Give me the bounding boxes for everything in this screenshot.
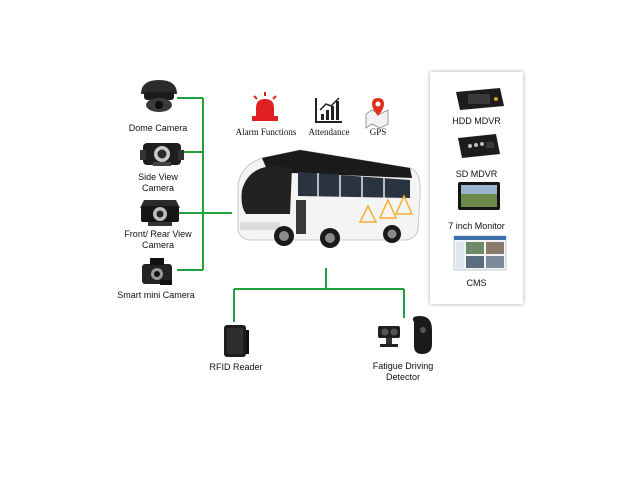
side-view-camera-label-line2: Camera bbox=[126, 183, 190, 194]
side-view-camera-label: Side View Camera bbox=[126, 172, 190, 194]
monitor-icon bbox=[458, 182, 500, 210]
monitor-label: 7 inch Monitor bbox=[430, 221, 523, 232]
fatigue-handset-icon bbox=[413, 316, 432, 354]
bus-illustration bbox=[238, 150, 420, 248]
hdd-mdvr-icon bbox=[456, 88, 504, 110]
attendance-chart-icon bbox=[316, 98, 342, 122]
fatigue-detector-label-line2: Detector bbox=[366, 372, 440, 383]
sd-mdvr-label: SD MDVR bbox=[430, 169, 523, 180]
gps-label: GPS bbox=[364, 127, 392, 138]
attendance-label: Attendance bbox=[304, 127, 354, 138]
hdd-mdvr-label: HDD MDVR bbox=[430, 116, 523, 127]
alarm-functions-label: Alarm Functions bbox=[232, 127, 300, 138]
gps-map-pin-icon bbox=[366, 98, 388, 128]
dome-camera-label: Dome Camera bbox=[126, 123, 190, 134]
cms-label: CMS bbox=[430, 278, 523, 289]
fatigue-detector-label-line1: Fatigue Driving bbox=[366, 361, 440, 372]
front-rear-camera-label-line2: Camera bbox=[120, 240, 196, 251]
fatigue-camera-icon bbox=[378, 326, 400, 347]
cms-screenshot-icon bbox=[454, 236, 506, 270]
rfid-reader-label: RFID Reader bbox=[200, 362, 272, 373]
front-rear-camera-icon bbox=[140, 200, 180, 226]
alarm-siren-icon bbox=[252, 92, 278, 121]
peripheral-connectors bbox=[234, 268, 404, 322]
dome-camera-icon bbox=[141, 80, 177, 112]
front-rear-camera-label-line1: Front/ Rear View bbox=[120, 229, 196, 240]
smart-mini-camera-icon bbox=[142, 258, 172, 285]
sd-mdvr-icon bbox=[458, 134, 500, 158]
side-view-camera-label-line1: Side View bbox=[126, 172, 190, 183]
smart-mini-camera-label: Smart mini Camera bbox=[114, 290, 198, 301]
fatigue-detector-label: Fatigue Driving Detector bbox=[366, 361, 440, 383]
device-panel-icons bbox=[430, 72, 523, 304]
front-rear-camera-label: Front/ Rear View Camera bbox=[120, 229, 196, 251]
rfid-reader-icon bbox=[224, 325, 249, 357]
device-panel: HDD MDVR SD MDVR 7 inch Monitor CMS bbox=[430, 72, 523, 304]
side-view-camera-icon bbox=[140, 143, 184, 166]
